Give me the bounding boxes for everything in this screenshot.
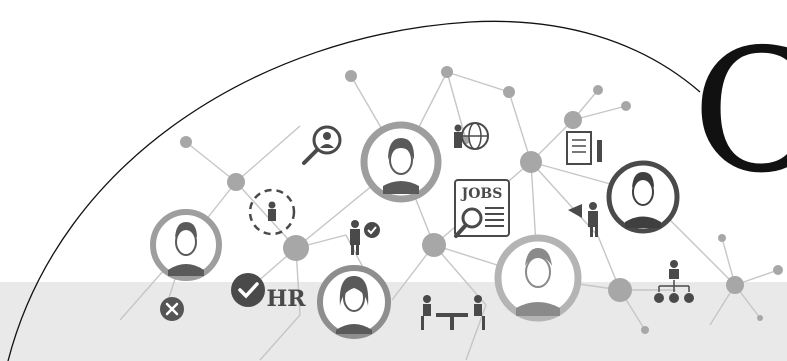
org-chart-icon [654,260,694,303]
approved-employee-icon [350,220,380,255]
search-person-icon [302,125,342,165]
footer-band [0,282,787,361]
decorative-arc [7,20,701,361]
headline-letter: C [692,13,787,211]
network-nodes [180,66,783,334]
avatar-man-bottom [494,234,582,322]
jobs-newspaper-icon: JOBS [454,179,510,238]
megaphone-businessman-icon [568,202,598,237]
document-pen-icon [566,131,602,165]
jobs-label: JOBS [460,186,503,202]
avatar-man-right [606,160,680,234]
businessman-globe-icon [454,122,489,150]
hr-label: HR [266,286,306,312]
interview-meeting-icon [421,295,485,330]
reject-icon [160,297,184,321]
checkmark-icon [231,273,265,307]
avatar-man-left [150,209,222,281]
recruitment-cycle-icon [248,188,296,236]
avatar-woman-top [360,121,442,203]
avatar-woman-bottom [317,265,391,339]
